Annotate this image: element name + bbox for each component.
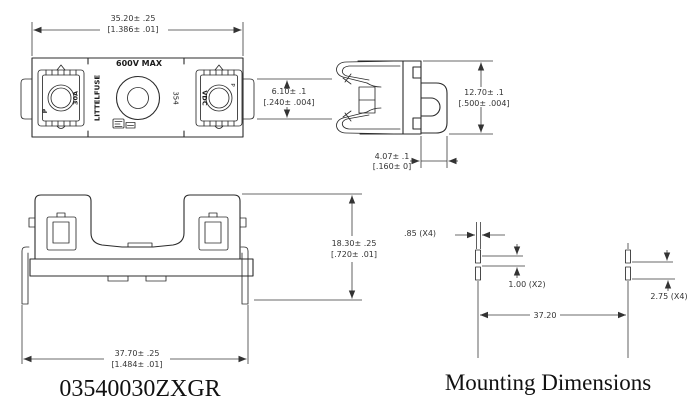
front-view-base xyxy=(29,258,254,277)
side-view-fork xyxy=(420,82,448,134)
slot-length-dimension: 2.75 (X4) xyxy=(632,250,688,301)
left-terminal-clip: P 30A xyxy=(37,64,85,129)
dim-terminal-in: [.240± .004] xyxy=(263,98,314,107)
left-terminal-serrations xyxy=(45,64,77,129)
right-terminal-clip: VDC P xyxy=(195,64,243,129)
dim-front-height-mm: 18.30± .25 xyxy=(332,239,377,248)
front-view: 18.30± .25 [.720± .01] 37.70± .25 [1.484… xyxy=(21,193,377,369)
side-bracket-clips xyxy=(20,78,255,120)
right-terminal-outer xyxy=(195,69,243,127)
polarity-left-marking: P xyxy=(42,108,49,113)
dim-top-width-mm: 35.20± .25 xyxy=(111,14,156,23)
dim-front-height-in: [.720± .01] xyxy=(331,250,377,259)
amp-rating-marking: 30A xyxy=(72,91,80,105)
dim-mounting-span: 37.20 xyxy=(534,311,557,320)
slot-width-dimension: .85 (X4) xyxy=(404,229,505,239)
voltage-marking: 600V MAX xyxy=(116,59,163,68)
dim-terminal-mm: 6.10± .1 xyxy=(272,87,307,96)
dim-side-tab-in: [.160± 0] xyxy=(373,162,411,171)
top-view-width-dimension: 35.20± .25 [1.386± .01] xyxy=(31,14,244,56)
front-base-feet xyxy=(107,275,167,282)
polarity-right-marking: P xyxy=(229,83,235,87)
vdc-marking: VDC xyxy=(201,90,209,105)
front-right-leg xyxy=(240,246,249,305)
front-height-dimension: 18.30± .25 [.720± .01] xyxy=(242,193,377,301)
mounting-diagram: .85 (X4) 1.00 (X2) 2.75 (X4) 37.20 xyxy=(404,222,688,358)
side-view-spring-clip xyxy=(336,60,401,135)
front-view-towers xyxy=(34,194,241,260)
fuse-window-inner xyxy=(127,87,149,109)
dim-slot-gap: 1.00 (X2) xyxy=(508,280,545,289)
right-terminal-inner xyxy=(200,74,238,122)
front-left-leg xyxy=(21,246,30,305)
dim-front-width-mm: 37.70± .25 xyxy=(115,349,160,358)
mounting-right-slots xyxy=(625,243,631,358)
front-bridge-slot xyxy=(127,242,153,248)
side-height-dimension: 12.70± .1 [.500± .004] xyxy=(423,60,510,135)
brand-marking: LITTELFUSE xyxy=(94,75,102,122)
front-right-window xyxy=(198,212,229,251)
section-title-label: Mounting Dimensions xyxy=(445,370,651,395)
dim-slot-width: .85 (X4) xyxy=(404,229,436,238)
side-view-body xyxy=(357,60,422,135)
right-terminal-hole-outer xyxy=(205,84,233,112)
dim-front-width-in: [1.484± .01] xyxy=(111,360,162,369)
mounting-span-dimension: 37.20 xyxy=(480,311,626,320)
dim-side-tab-mm: 4.07± .1 xyxy=(375,152,410,161)
front-width-dimension: 37.70± .25 [1.484± .01] xyxy=(21,305,249,369)
right-terminal-hole-inner xyxy=(208,87,230,109)
dim-slot-length: 2.75 (X4) xyxy=(650,292,687,301)
left-terminal-hole-inner xyxy=(50,87,72,109)
side-tab-dimension: 4.07± .1 [.160± 0] xyxy=(373,136,458,171)
left-terminal-outer xyxy=(37,69,85,127)
front-side-tabs xyxy=(28,217,247,228)
dim-side-height-mm: 12.70± .1 xyxy=(464,88,504,97)
left-terminal-hole-outer xyxy=(47,84,75,112)
side-view: 12.70± .1 [.500± .004] 4.07± .1 [.160± 0… xyxy=(336,60,510,171)
fuse-window-outer xyxy=(115,75,161,121)
left-terminal-inner xyxy=(42,74,80,122)
dim-side-height-in: [.500± .004] xyxy=(458,99,509,108)
part-number-label: 03540030ZXGR xyxy=(59,376,220,402)
right-terminal-serrations xyxy=(203,64,235,129)
front-left-window xyxy=(46,212,77,251)
dim-top-width-in: [1.386± .01] xyxy=(107,25,158,34)
top-view: P 30A VDC P 600V MAX LITTELFUSE 354 xyxy=(20,14,332,138)
certification-mark-icon xyxy=(112,118,136,129)
terminal-depth-dimension: 6.10± .1 [.240± .004] xyxy=(257,78,332,120)
mounting-left-slots xyxy=(475,222,481,358)
top-view-body-outline xyxy=(31,57,244,138)
slot-gap-dimension: 1.00 (X2) xyxy=(482,244,546,289)
series-marking: 354 xyxy=(172,91,180,105)
